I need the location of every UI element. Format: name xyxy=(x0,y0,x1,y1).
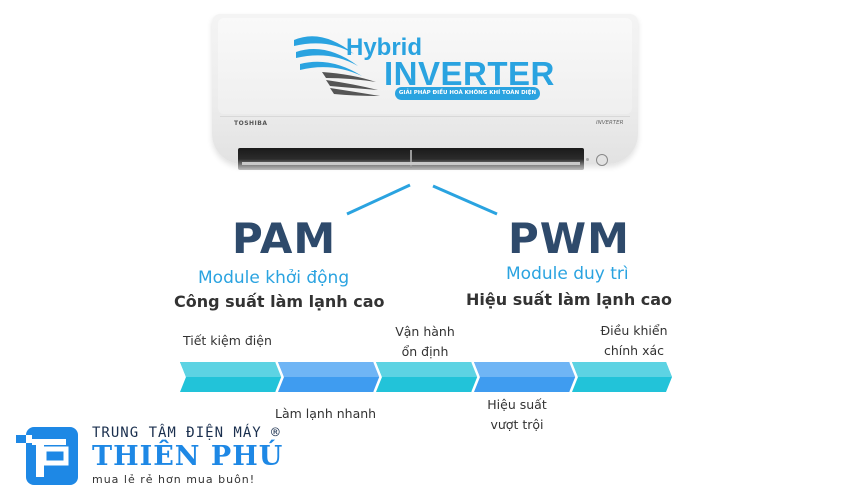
timeline-label-3-line2: ổn định xyxy=(401,344,449,359)
vent-flap xyxy=(242,162,580,165)
inverter-logo-text: INVERTER xyxy=(384,55,555,92)
feature-timeline-band xyxy=(180,362,672,392)
hybrid-logo-text: Hybrid xyxy=(346,34,423,61)
timeline-label-3-line1: Vận hành xyxy=(395,324,455,339)
indicator-light-icon xyxy=(586,158,589,161)
ac-air-vent xyxy=(238,148,584,170)
pam-title: PAM xyxy=(232,214,337,263)
timeline-segment-3 xyxy=(376,362,478,392)
airflow-waves-icon xyxy=(294,36,380,96)
connector-line-left xyxy=(346,183,411,216)
timeline-label-4: Hiệu suất vượt trội xyxy=(484,395,550,435)
connector-line-right xyxy=(432,184,498,216)
ac-divider xyxy=(220,116,630,117)
pwm-subtitle: Module duy trì xyxy=(506,264,629,284)
thien-phu-logo-icon xyxy=(16,427,78,485)
timeline-label-4-line2: vượt trội xyxy=(490,417,544,432)
timeline-segment-5 xyxy=(572,362,672,392)
ac-inverter-label: INVERTER xyxy=(596,120,624,126)
tagline-pill: GIẢI PHÁP ĐIỀU HOÀ KHÔNG KHÍ TOÀN DIỆN xyxy=(395,87,540,100)
timeline-segment-1 xyxy=(180,362,282,392)
pam-subtitle: Module khởi động xyxy=(198,268,350,288)
power-button-icon xyxy=(596,154,608,166)
timeline-label-4-line1: Hiệu suất xyxy=(487,397,547,412)
pwm-feature: Hiệu suất làm lạnh cao xyxy=(466,290,673,309)
pam-feature: Công suất làm lạnh cao xyxy=(174,292,385,311)
store-name: THIÊN PHÚ xyxy=(92,441,284,472)
vent-divider xyxy=(410,150,412,168)
timeline-label-1: Tiết kiệm điện xyxy=(183,333,272,348)
timeline-label-5: Điều khiển chính xác xyxy=(596,321,672,361)
timeline-label-5-line1: Điều khiển xyxy=(600,323,668,338)
timeline-label-3: Vận hành ổn định xyxy=(392,322,458,362)
timeline-label-2: Làm lạnh nhanh xyxy=(275,406,377,421)
pwm-title: PWM xyxy=(508,214,630,263)
timeline-segment-4 xyxy=(474,362,576,392)
ac-brand-label: TOSHIBA xyxy=(234,120,268,127)
timeline-label-5-line2: chính xác xyxy=(603,343,665,358)
timeline-segment-2 xyxy=(278,362,380,392)
air-conditioner-image: TOSHIBA INVERTER xyxy=(212,14,638,172)
store-label: TRUNG TÂM ĐIỆN MÁY ® xyxy=(92,425,281,441)
store-slogan: mua lẻ rẻ hơn mua buôn! xyxy=(92,473,256,486)
